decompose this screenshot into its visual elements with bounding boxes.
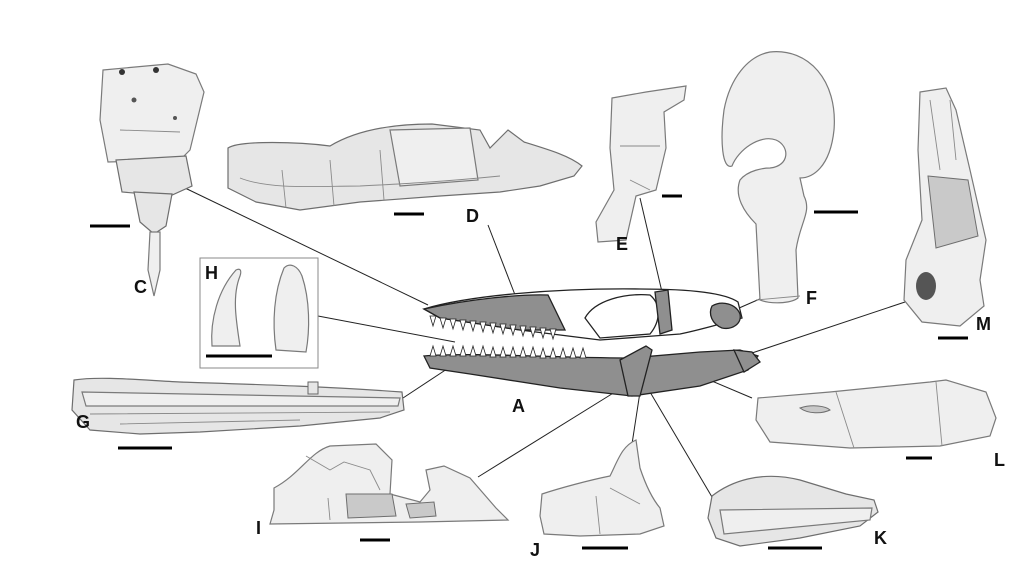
label-j: J — [530, 540, 540, 560]
leader-lines — [184, 187, 906, 498]
label-e: E — [616, 234, 628, 254]
label-h: H — [205, 263, 218, 283]
label-c: C — [134, 277, 147, 297]
label-d: D — [466, 206, 479, 226]
specimen-c — [99, 63, 205, 297]
label-k: K — [874, 528, 887, 548]
skull-reconstruction — [422, 288, 761, 397]
label-l: L — [994, 450, 1005, 470]
specimen-m — [903, 87, 987, 327]
label-g: G — [76, 412, 90, 432]
specimen-e — [595, 85, 687, 243]
specimen-i — [269, 443, 510, 525]
panel-labels: A C D E F G H I J K L M — [76, 206, 1005, 560]
specimen-k — [707, 475, 879, 547]
label-m: M — [976, 314, 991, 334]
lower-tooth-row — [429, 344, 587, 359]
label-f: F — [806, 288, 817, 308]
specimen-d — [227, 123, 583, 211]
specimen-j — [539, 439, 665, 537]
specimen-g — [71, 377, 405, 435]
label-a: A — [512, 396, 525, 416]
label-i: I — [256, 518, 261, 538]
specimen-h-inset — [199, 257, 319, 369]
upper-tooth-row — [429, 315, 557, 341]
specimen-l — [755, 379, 997, 449]
specimen-f — [721, 51, 835, 304]
